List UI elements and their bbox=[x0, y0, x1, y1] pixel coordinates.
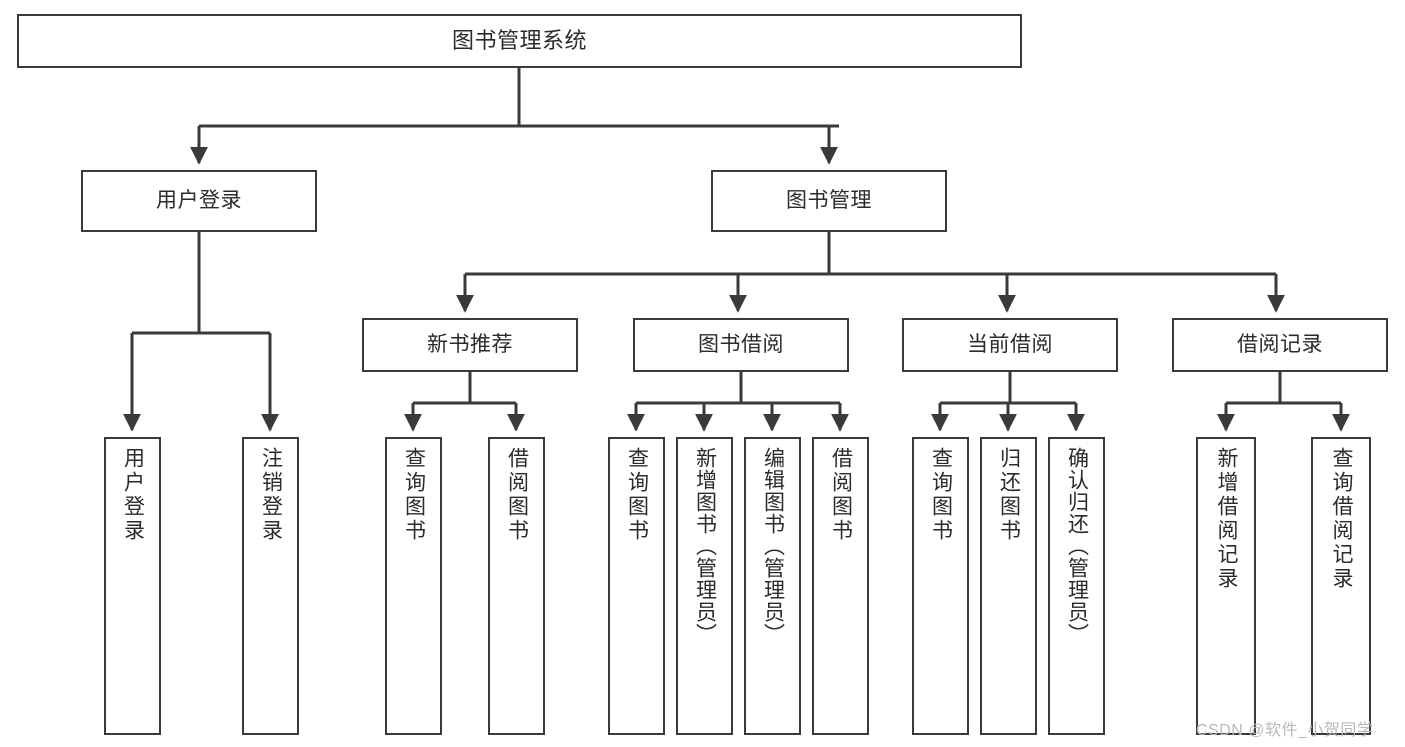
edges-record-to-leaves bbox=[1217, 372, 1350, 432]
edges-current-to-leaves bbox=[931, 372, 1085, 432]
edges-login-to-leaves bbox=[123, 232, 279, 432]
node-label: 借阅图书 bbox=[505, 447, 529, 543]
node-label: 归还图书 bbox=[997, 447, 1021, 543]
node-leaf-user-login[interactable]: 用户登录 bbox=[104, 437, 161, 735]
node-book-borrow[interactable]: 图书借阅 bbox=[633, 318, 849, 372]
node-user-login[interactable]: 用户登录 bbox=[81, 170, 317, 232]
edges-root-to-level1 bbox=[190, 68, 839, 165]
node-new-book-recommend[interactable]: 新书推荐 bbox=[362, 318, 578, 372]
edges-bookmgr-to-level2 bbox=[456, 232, 1285, 313]
node-label: 查询图书 bbox=[402, 447, 426, 543]
node-leaf-query-borrow-record[interactable]: 查询借阅记录 bbox=[1311, 437, 1371, 735]
node-leaf-borrow-book-new[interactable]: 借阅图书 bbox=[488, 437, 545, 735]
node-label: 新增借阅记录 bbox=[1215, 447, 1239, 591]
node-label: 查询图书 bbox=[929, 447, 953, 543]
node-leaf-query-book-current[interactable]: 查询图书 bbox=[912, 437, 969, 735]
node-label: 编辑图书（管理员） bbox=[761, 447, 785, 645]
node-book-management[interactable]: 图书管理 bbox=[711, 170, 947, 232]
node-leaf-query-book-new[interactable]: 查询图书 bbox=[385, 437, 442, 735]
node-label: 图书借阅 bbox=[698, 332, 784, 356]
csdn-watermark: CSDN @软件_小贺同学 bbox=[1196, 722, 1374, 739]
node-label: 确认归还（管理员） bbox=[1065, 447, 1089, 645]
node-label: 新增图书（管理员） bbox=[693, 447, 717, 645]
node-label: 用户登录 bbox=[121, 447, 145, 543]
node-label: 图书管理 bbox=[786, 188, 872, 212]
node-leaf-confirm-return-admin[interactable]: 确认归还（管理员） bbox=[1048, 437, 1105, 735]
node-label: 图书管理系统 bbox=[451, 28, 587, 54]
node-leaf-edit-book-admin[interactable]: 编辑图书（管理员） bbox=[744, 437, 801, 735]
node-root[interactable]: 图书管理系统 bbox=[17, 14, 1022, 68]
edges-newbook-to-leaves bbox=[404, 372, 525, 432]
node-label: 用户登录 bbox=[156, 188, 242, 212]
node-leaf-user-logout[interactable]: 注销登录 bbox=[242, 437, 299, 735]
node-leaf-add-borrow-record[interactable]: 新增借阅记录 bbox=[1196, 437, 1256, 735]
node-label: 新书推荐 bbox=[427, 332, 513, 356]
edges-borrow-to-leaves bbox=[627, 372, 849, 432]
node-leaf-return-book[interactable]: 归还图书 bbox=[980, 437, 1037, 735]
node-label: 查询图书 bbox=[625, 447, 649, 543]
node-borrow-record[interactable]: 借阅记录 bbox=[1172, 318, 1388, 372]
node-label: 借阅记录 bbox=[1237, 332, 1323, 356]
node-leaf-query-book-borrow[interactable]: 查询图书 bbox=[608, 437, 665, 735]
node-leaf-borrow-book[interactable]: 借阅图书 bbox=[812, 437, 869, 735]
node-label: 当前借阅 bbox=[967, 332, 1053, 356]
node-label: 借阅图书 bbox=[829, 447, 853, 543]
node-label: 注销登录 bbox=[259, 447, 283, 543]
node-current-borrow[interactable]: 当前借阅 bbox=[902, 318, 1118, 372]
node-leaf-add-book-admin[interactable]: 新增图书（管理员） bbox=[676, 437, 733, 735]
node-label: 查询借阅记录 bbox=[1330, 447, 1354, 591]
